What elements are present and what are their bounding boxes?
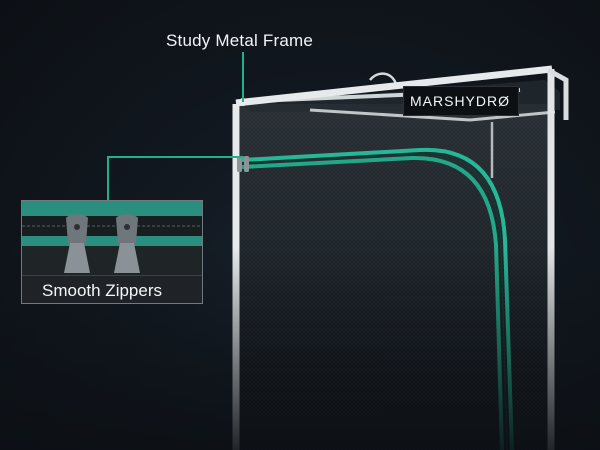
zipper-caption-bar: Smooth Zippers [22, 275, 202, 303]
brand-plate: MARSHYDRØ [403, 86, 519, 116]
zipper-detail-inset: Smooth Zippers [21, 200, 203, 304]
frame-label: Study Metal Frame [166, 31, 314, 50]
brand-logo-text: MARSHYDRØ [410, 93, 511, 109]
zipper-closeup-image [22, 201, 202, 275]
zipper-label: Smooth Zippers [42, 281, 162, 300]
